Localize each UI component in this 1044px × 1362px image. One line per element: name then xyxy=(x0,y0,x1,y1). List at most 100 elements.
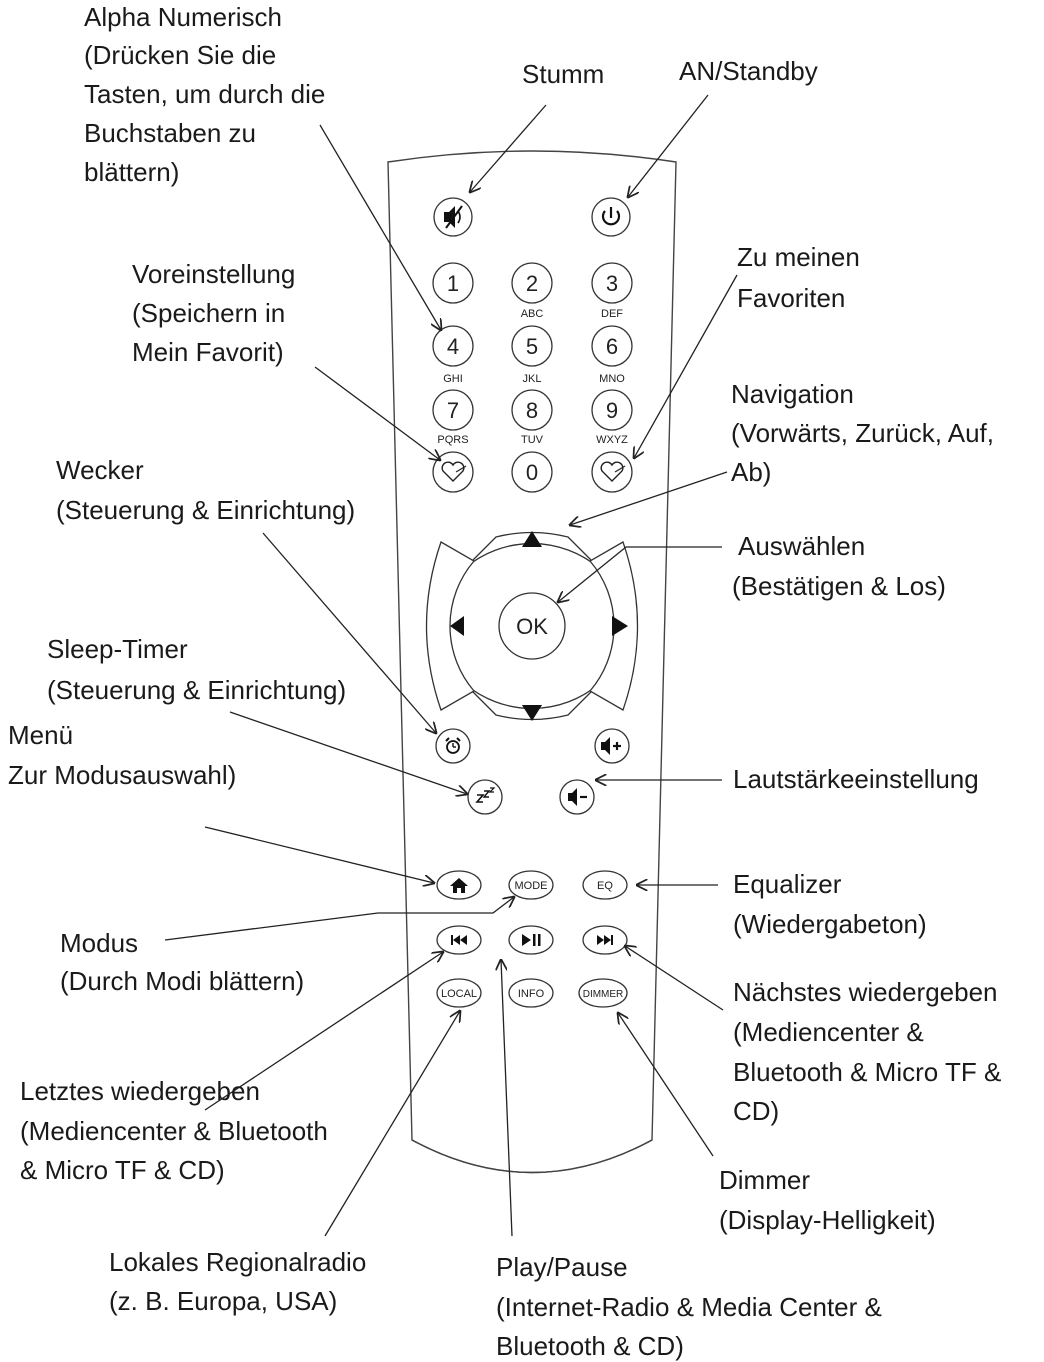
key-7-label: 7 xyxy=(447,398,459,423)
local-label: LOCAL xyxy=(441,988,477,1000)
key-7[interactable]: 7 xyxy=(432,389,474,431)
power-button[interactable] xyxy=(591,197,631,237)
mute-icon xyxy=(444,205,463,229)
info-label: INFO xyxy=(518,988,545,1000)
info-button[interactable]: INFO xyxy=(508,978,554,1008)
next-icon xyxy=(597,935,613,945)
label-equalizer: Equalizer (Wiedergabeton) xyxy=(733,869,927,939)
next-button[interactable] xyxy=(582,925,628,955)
arrow-up-icon xyxy=(522,531,542,547)
arrow-right-icon xyxy=(612,616,628,636)
preset-button[interactable] xyxy=(432,451,474,493)
key-3[interactable]: 3 xyxy=(591,262,633,304)
power-icon xyxy=(601,207,621,226)
key-2[interactable]: 2 xyxy=(511,262,553,304)
favorites-button[interactable] xyxy=(591,451,633,493)
label-select: Auswählen (Bestätigen & Los) xyxy=(732,531,946,601)
leader-prev xyxy=(204,952,443,1111)
key-0[interactable]: 0 xyxy=(511,451,553,493)
leader-navigation xyxy=(570,471,728,525)
leader-dimmer xyxy=(618,1013,714,1157)
leader-power xyxy=(628,94,709,197)
key-5-label: 5 xyxy=(526,334,538,359)
leader-alpha xyxy=(319,124,441,330)
label-power: AN/Standby xyxy=(679,56,818,86)
play-pause-button[interactable] xyxy=(508,925,554,955)
label-menu: Menü Zur Modusauswahl) xyxy=(8,720,236,790)
mode-label: MODE xyxy=(515,880,548,892)
dimmer-button[interactable]: DIMMER xyxy=(578,978,628,1008)
alarm-button[interactable] xyxy=(435,728,471,764)
letters-jkl: JKL xyxy=(523,373,542,385)
nav-down-button[interactable] xyxy=(464,683,600,721)
previous-button[interactable] xyxy=(436,925,482,955)
key-6[interactable]: 6 xyxy=(591,325,633,367)
sleep-button[interactable] xyxy=(467,779,503,815)
label-mode: Modus (Durch Modi blättern) xyxy=(60,928,304,996)
label-alarm: Wecker (Steuerung & Einrichtung) xyxy=(56,455,355,525)
label-next: Nächstes wiedergeben (Mediencenter & Blu… xyxy=(733,977,1009,1126)
leader-playpause xyxy=(501,960,513,1237)
local-button[interactable]: LOCAL xyxy=(436,978,482,1008)
label-mute: Stumm xyxy=(522,59,604,89)
ok-label: OK xyxy=(516,614,548,639)
key-5[interactable]: 5 xyxy=(511,325,553,367)
volume-down-icon xyxy=(568,788,587,806)
eq-button[interactable]: EQ xyxy=(582,870,628,900)
key-3-label: 3 xyxy=(606,271,618,296)
home-icon xyxy=(450,878,468,893)
key-0-label: 0 xyxy=(526,460,538,485)
key-9-label: 9 xyxy=(606,398,618,423)
leader-mute xyxy=(470,104,547,192)
nav-left-button[interactable] xyxy=(425,541,476,711)
key-2-label: 2 xyxy=(526,271,538,296)
label-navigation: Navigation (Vorwärts, Zurück, Auf, Ab) xyxy=(731,379,1001,487)
leader-mode xyxy=(164,897,514,941)
nav-right-button[interactable] xyxy=(588,541,639,711)
leader-select xyxy=(558,546,722,602)
mute-button[interactable] xyxy=(433,197,473,237)
leader-sleep xyxy=(229,711,467,794)
leader-next xyxy=(625,946,724,1011)
leader-favorites xyxy=(634,274,738,458)
key-9[interactable]: 9 xyxy=(591,389,633,431)
arrow-left-icon xyxy=(450,616,464,636)
eq-label: EQ xyxy=(597,880,613,892)
letters-wxyz: WXYZ xyxy=(596,434,628,446)
nav-up-button[interactable] xyxy=(464,531,600,569)
volume-up-button[interactable] xyxy=(594,728,630,764)
key-8[interactable]: 8 xyxy=(511,389,553,431)
label-sleep: Sleep-Timer (Steuerung & Einrichtung) xyxy=(47,634,346,705)
sleep-icon xyxy=(475,787,496,803)
label-alpha: Alpha Numerisch (Drücken Sie die Tasten,… xyxy=(84,2,333,187)
key-6-label: 6 xyxy=(606,334,618,359)
remote-bottom-cap xyxy=(411,1139,653,1174)
letters-mno: MNO xyxy=(599,373,625,385)
label-favorites: Zu meinen Favoriten xyxy=(737,242,867,313)
letters-pqrs: PQRS xyxy=(437,434,468,446)
label-volume: Lautstärkeeinstellung xyxy=(733,764,979,794)
leader-alarm xyxy=(262,532,436,733)
label-preset: Voreinstellung (Speichern in Mein Favori… xyxy=(132,259,303,367)
leader-preset xyxy=(314,366,440,460)
key-4[interactable]: 4 xyxy=(432,325,474,367)
key-1[interactable]: 1 xyxy=(432,262,474,304)
volume-down-button[interactable] xyxy=(559,779,595,815)
key-1-label: 1 xyxy=(447,271,459,296)
previous-icon xyxy=(451,935,467,945)
mode-button[interactable]: MODE xyxy=(508,870,554,900)
letters-ghi: GHI xyxy=(443,373,463,385)
play-pause-icon xyxy=(522,934,541,946)
dimmer-label: DIMMER xyxy=(583,989,624,1000)
arrow-down-icon xyxy=(522,705,542,721)
alarm-icon xyxy=(445,737,461,754)
home-button[interactable] xyxy=(436,870,482,900)
label-playpause: Play/Pause (Internet-Radio & Media Cente… xyxy=(496,1252,889,1361)
leader-menu xyxy=(204,826,434,883)
leader-local xyxy=(324,1011,460,1237)
ok-button[interactable] xyxy=(498,592,566,660)
label-prev: Letztes wiedergeben (Mediencenter & Blue… xyxy=(20,1076,335,1185)
key-8-label: 8 xyxy=(526,398,538,423)
nav-pad: OK xyxy=(425,531,639,721)
label-local: Lokales Regionalradio (z. B. Europa, USA… xyxy=(109,1247,374,1316)
